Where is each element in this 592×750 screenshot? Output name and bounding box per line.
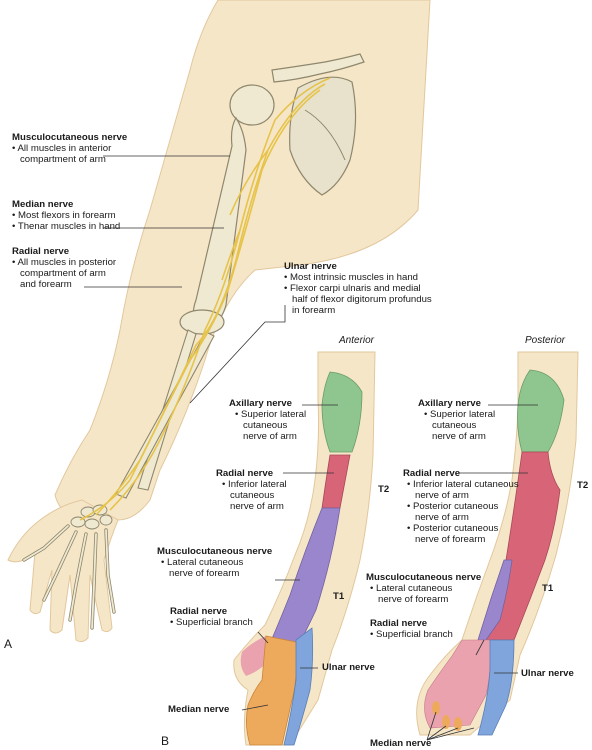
label-post-t2: T2: [577, 480, 589, 491]
scapula: [289, 76, 357, 196]
label-ant-musculocutaneous: Musculocutaneous nerve • Lateral cutaneo…: [157, 546, 273, 579]
label-ant-radial-superficial: Radial nerve • Superficial branch: [170, 606, 253, 628]
posterior-arm: [416, 351, 579, 736]
anterior-arm: [233, 351, 376, 746]
leader-lines-b: [241, 404, 538, 741]
anterior-ulnar: [283, 627, 314, 746]
panel-b-label: B: [161, 734, 170, 748]
nerve-bundle: [79, 77, 331, 521]
anterior-axillary: [321, 371, 363, 453]
anterior-header: Anterior: [339, 335, 375, 346]
label-post-radial-superficial: Radial nerve • Superficial branch: [370, 618, 453, 640]
label-ant-axillary: Axillary nerve • Superior lateral cutane…: [229, 398, 307, 442]
humerus-head: [229, 84, 275, 126]
posterior-header: Posterior: [525, 335, 566, 346]
label-a-median: Median nerve • Most flexors in forearm •…: [12, 199, 121, 232]
hand-skin: [7, 499, 119, 643]
anterior-radial-hand: [240, 636, 270, 676]
posterior-median-tips: [432, 701, 462, 731]
label-ant-t2: T2: [378, 484, 390, 495]
label-ant-ulnar: Ulnar nerve: [322, 662, 375, 673]
posterior-ulnar: [477, 639, 515, 736]
label-a-musculocutaneous: Musculocutaneous nerve • All muscles in …: [12, 132, 128, 165]
label-a-radial: Radial nerve • All muscles in posterior …: [12, 246, 117, 290]
label-post-ulnar: Ulnar nerve: [521, 668, 574, 679]
label-ant-median: Median nerve: [168, 704, 230, 715]
label-ant-radial: Radial nerve • Inferior lateral cutaneou…: [216, 468, 287, 512]
leader-lines-a: [84, 155, 286, 404]
panel-a-label: A: [4, 637, 13, 651]
clavicle: [271, 53, 365, 83]
label-post-radial: Radial nerve • Inferior lateral cutaneou…: [403, 468, 519, 545]
label-post-axillary: Axillary nerve • Superior lateral cutane…: [418, 398, 496, 442]
label-post-median: Median nerve: [370, 738, 432, 749]
label-post-t1: T1: [542, 583, 554, 594]
label-ant-t1: T1: [333, 591, 345, 602]
arm-a: [7, 0, 431, 643]
label-a-ulnar: Ulnar nerve • Most intrinsic muscles in …: [284, 261, 432, 316]
label-post-musculocutaneous: Musculocutaneous nerve • Lateral cutaneo…: [366, 572, 482, 605]
